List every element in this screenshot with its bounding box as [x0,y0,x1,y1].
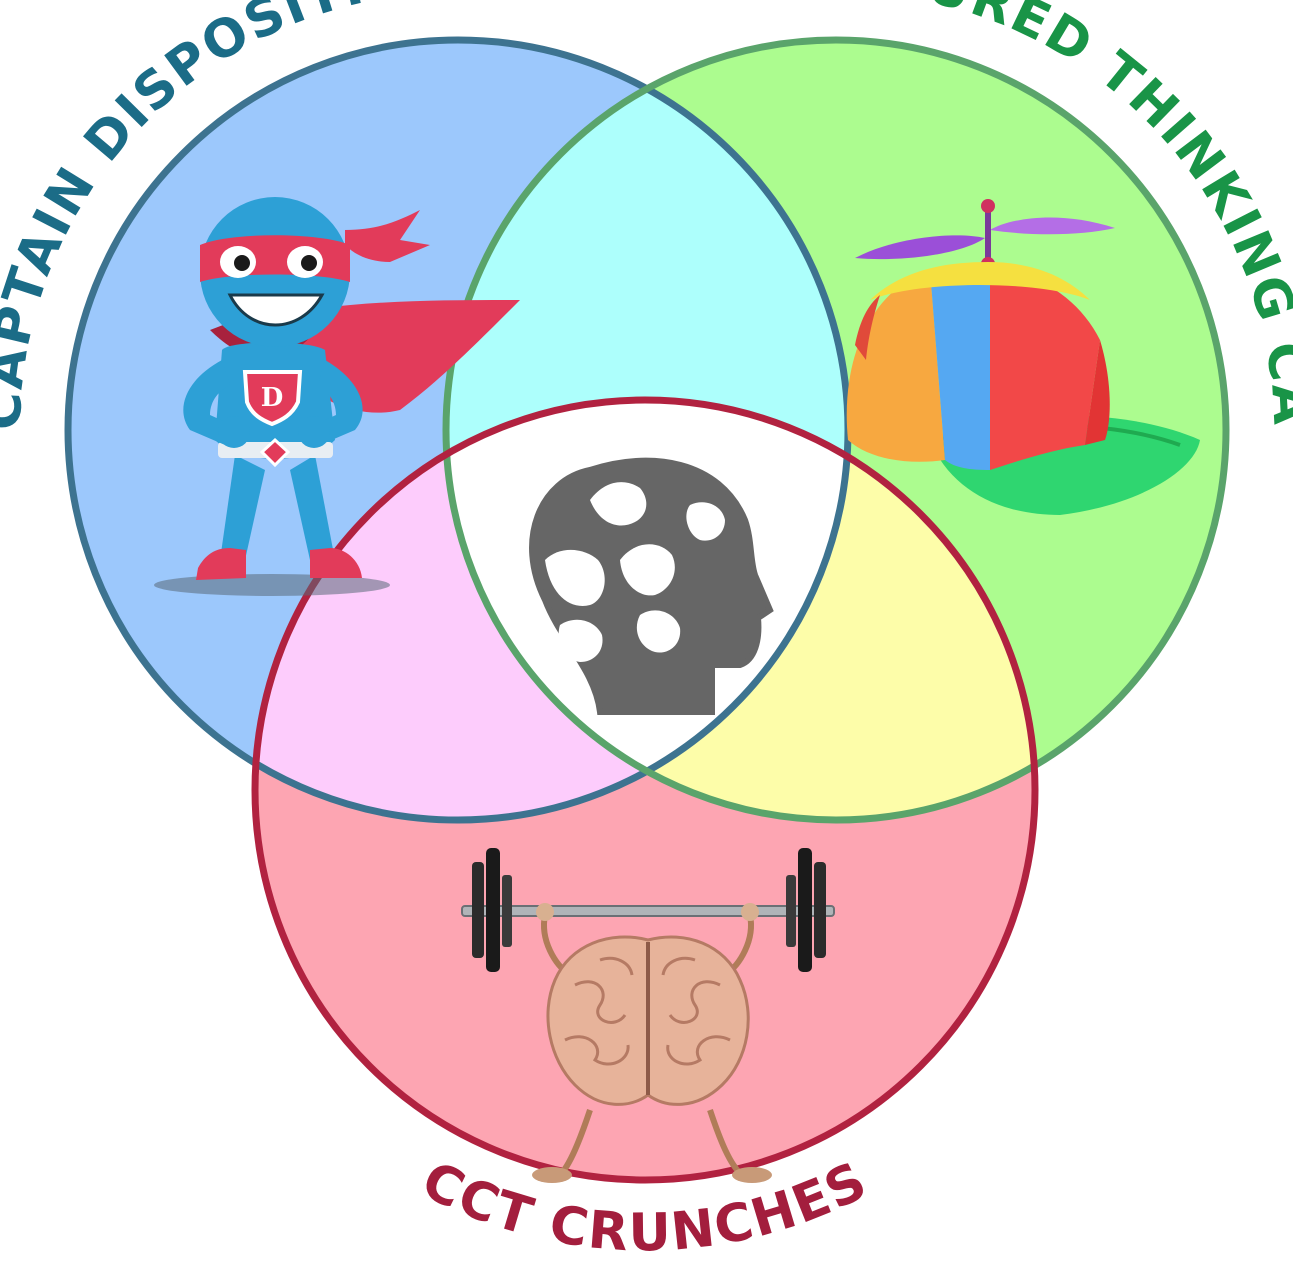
propeller-cap-icon [846,199,1200,515]
svg-text:D: D [261,383,284,413]
outline-green [442,36,1230,824]
gear-head-icon [529,457,774,715]
outline-red [251,396,1039,1184]
superhero-icon: D [154,197,520,596]
weightlifting-brain-icon [461,848,835,1183]
